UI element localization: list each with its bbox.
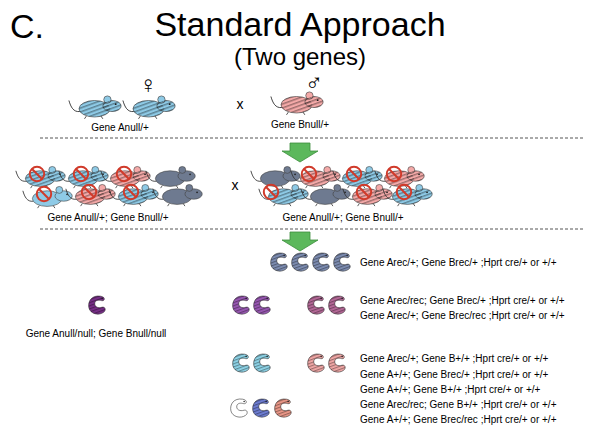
- genotype-label: Gene A+/+; Gene Brec/+ ;Hprt cre/+ or +/…: [360, 369, 548, 380]
- sex-symbol: ♀: [139, 72, 157, 98]
- genotype-label: Gene Arec/rec; Gene Brec/+ ;Hprt cre/+ o…: [360, 295, 565, 306]
- genotype-label: Gene Bnull/+: [271, 119, 329, 130]
- genotype-label: Gene Arec/rec; Gene B+/+ ;Hprt cre/+ or …: [360, 399, 557, 410]
- genotype-label: Gene Anull/null; Gene Bnull/null: [26, 328, 167, 339]
- sex-symbol: ♂: [305, 70, 323, 96]
- cross-symbol: x: [237, 97, 244, 112]
- genotype-label: Gene Anull/+; Gene Bnull/+: [282, 212, 403, 223]
- genotype-label: Gene A+/+; Gene Brec/rec ;Hprt cre/+ or …: [360, 414, 557, 425]
- genotype-label: Gene Anull/+; Gene Bnull/+: [47, 212, 168, 223]
- genotype-label: Gene Arec/+; Gene Brec/rec ;Hprt cre/+ o…: [360, 310, 565, 321]
- genotype-label: Gene Arec/+; Gene B+/+ ;Hprt cre/+ or +/…: [360, 353, 548, 364]
- cross-symbol: x: [232, 178, 239, 193]
- genotype-label: Gene Arec/+; Gene Brec/+ ;Hprt cre/+ or …: [360, 257, 557, 268]
- subtitle: (Two genes): [234, 44, 366, 70]
- title-letter: C.: [10, 8, 44, 45]
- diagram-title: Standard Approach: [154, 6, 445, 43]
- genotype-label: Gene A+/+; Gene B+/+ ;Hprt cre/+ or +/+: [360, 384, 540, 395]
- genotype-label: Gene Anull/+: [91, 122, 149, 133]
